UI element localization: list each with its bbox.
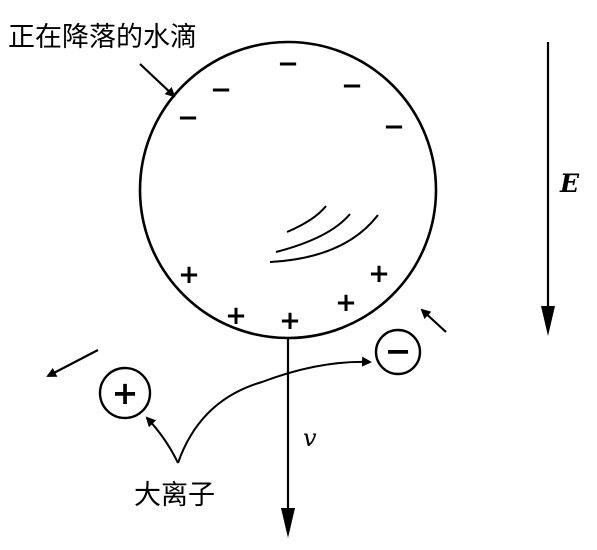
negative-ion-sign: − bbox=[385, 332, 412, 370]
field-arrow-head bbox=[541, 306, 555, 336]
positive-ion bbox=[98, 366, 152, 420]
positive-charge: + bbox=[279, 306, 301, 336]
velocity-label: v bbox=[303, 424, 317, 452]
positive-ion-sign: + bbox=[112, 374, 139, 412]
positive-charge: + bbox=[225, 301, 247, 331]
negative-ion bbox=[374, 328, 422, 376]
field-label: E bbox=[559, 169, 580, 198]
negative-charge: − bbox=[277, 49, 299, 79]
negative-charge: − bbox=[210, 75, 232, 105]
velocity-arrow-head bbox=[281, 508, 295, 538]
negative-charge: − bbox=[177, 103, 199, 133]
negative-charge: − bbox=[341, 71, 363, 101]
positive-charge: + bbox=[335, 288, 357, 318]
positive-ion-motion-arrow bbox=[46, 349, 99, 377]
water-drop bbox=[138, 40, 438, 340]
reflection-arc-3 bbox=[269, 214, 379, 263]
drop-pointer-arrow bbox=[139, 63, 176, 98]
ions-pointer-negative bbox=[177, 356, 372, 464]
drop-label: 正在降落的水滴 bbox=[8, 22, 197, 53]
reflection-arc-2 bbox=[275, 213, 351, 253]
positive-charge: + bbox=[368, 259, 390, 289]
negative-charge: − bbox=[383, 112, 405, 142]
positive-charge: + bbox=[178, 260, 200, 290]
ions-label: 大离子 bbox=[134, 480, 215, 511]
negative-ion-motion-arrow bbox=[420, 308, 447, 333]
reflection-arc-1 bbox=[286, 205, 327, 233]
ions-pointer-positive bbox=[145, 416, 179, 464]
